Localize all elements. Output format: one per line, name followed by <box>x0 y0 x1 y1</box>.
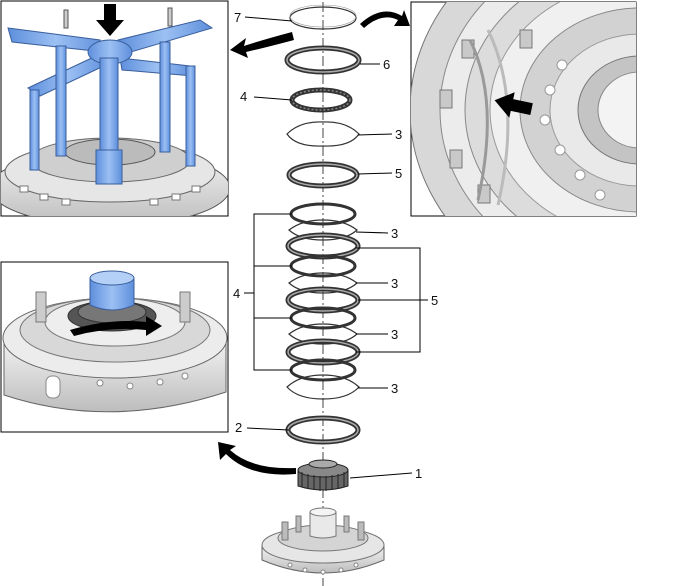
callout-6: 6 <box>383 57 390 72</box>
left-arrow-icon <box>494 92 533 118</box>
plate-stack <box>284 4 362 445</box>
callout-3: 3 <box>395 127 402 142</box>
callout-4: 4 <box>240 89 247 104</box>
callout-4: 4 <box>233 286 240 301</box>
detail-snap-ring <box>410 1 637 217</box>
down-arrow-icon <box>96 4 124 36</box>
clutch-hub <box>297 459 349 491</box>
wave-plate <box>286 121 360 147</box>
snap-ring <box>289 6 357 30</box>
callout-numbers: 7 6 4 3 5 3 3 3 3 4 5 2 1 <box>233 10 438 481</box>
callout-3: 3 <box>391 226 398 241</box>
callout-7: 7 <box>234 10 241 25</box>
callout-5: 5 <box>431 293 438 308</box>
callout-3: 3 <box>391 381 398 396</box>
curved-arrow-icon <box>230 32 294 58</box>
callout-1: 1 <box>415 466 422 481</box>
curved-arrow-icon <box>70 316 162 336</box>
clutch-housing <box>261 507 385 575</box>
leader-lines <box>244 16 428 479</box>
curved-arrow-icon <box>218 442 296 475</box>
callout-5: 5 <box>395 166 402 181</box>
callout-3: 3 <box>391 327 398 342</box>
detail-press-tool <box>0 0 229 217</box>
callout-3: 3 <box>391 276 398 291</box>
curved-arrow-icon <box>360 10 410 28</box>
callout-2: 2 <box>235 420 242 435</box>
detail-drum-rotation <box>0 261 229 433</box>
